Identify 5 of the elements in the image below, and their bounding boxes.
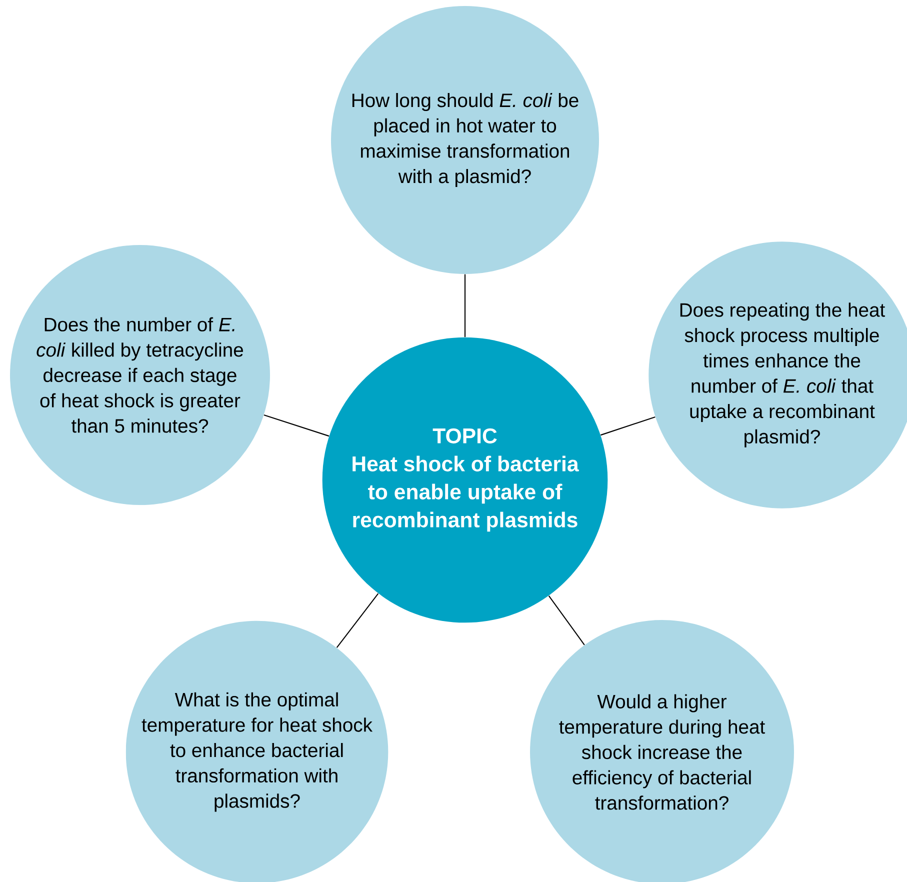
connector-line [336,593,379,648]
connector-line [548,595,585,646]
connector-line [464,274,466,338]
connector-line [264,414,330,437]
connector-line [600,416,656,436]
